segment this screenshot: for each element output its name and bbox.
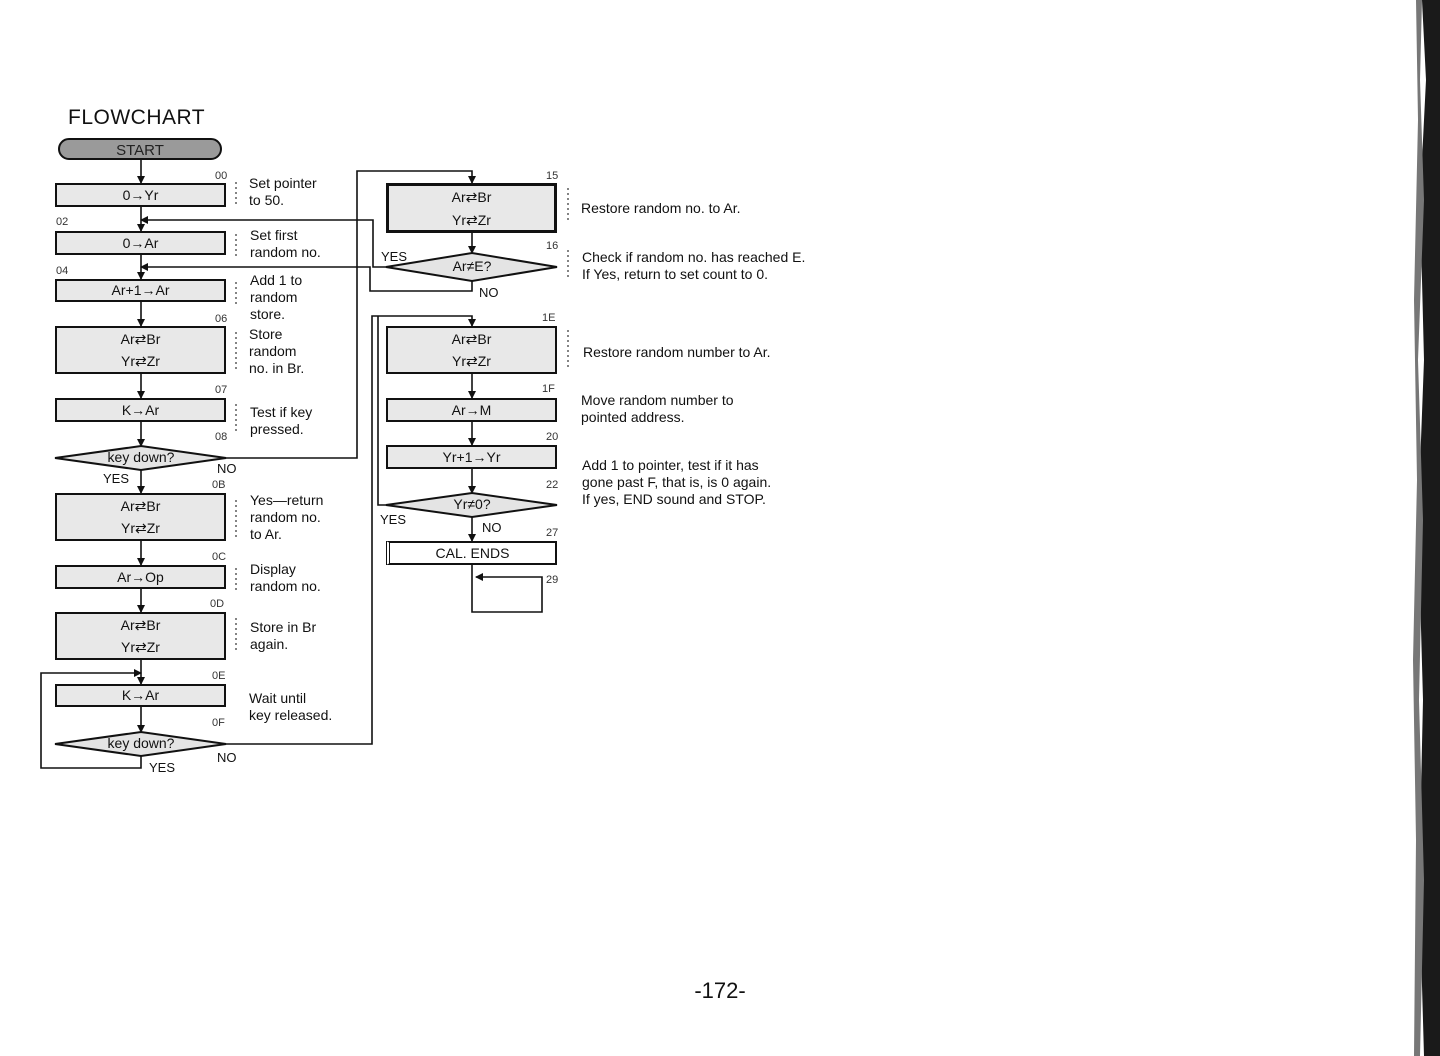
step-number: 1E [542, 312, 556, 324]
scan-edge-shadow [1413, 0, 1440, 1056]
step-number: 0E [212, 670, 226, 682]
process-box: Ar+1→Ar [55, 279, 226, 302]
step-number: 06 [215, 313, 228, 325]
process-box: Yr+1→Yr [386, 445, 557, 469]
end-box: CAL. ENDS [386, 541, 557, 565]
decision-22-shape [385, 491, 558, 519]
branch-no-label: NO [482, 520, 502, 535]
process-box: Ar→M [386, 398, 557, 422]
step-number: 0D [210, 598, 225, 610]
start-terminal: START [58, 138, 222, 160]
decision-text: key down? [107, 449, 175, 465]
decision-shapes [54, 251, 558, 758]
decision-text: key down? [107, 735, 175, 751]
step-number: 07 [215, 384, 228, 396]
step-number: 1F [542, 383, 555, 395]
branch-yes-label: YES [103, 471, 130, 486]
step-number: 04 [56, 265, 69, 277]
process-box: K→Ar [55, 398, 226, 422]
step-number: 29 [546, 574, 559, 586]
branch-yes-label: YES [149, 760, 176, 775]
step-number: 00 [215, 170, 228, 182]
branch-yes-label: YES [380, 512, 407, 527]
step-number: 27 [546, 527, 559, 539]
branch-yes-label: YES [381, 249, 408, 264]
decision-08-shape [54, 444, 227, 472]
step-number: 08 [215, 431, 228, 443]
branch-no-label: NO [217, 461, 237, 476]
branch-no-label: NO [479, 285, 499, 300]
process-box: K→Ar [55, 684, 226, 707]
step-number: 20 [546, 431, 559, 443]
note: Restore random no. to Ar. [581, 200, 741, 216]
process-box: Ar→Op [55, 565, 226, 589]
decision-0F-shape [54, 730, 227, 758]
step-number: 0C [212, 551, 227, 563]
page-number: -172- [694, 978, 746, 1003]
step-number: 0B [212, 479, 226, 491]
decision-text: Yr≠0? [453, 496, 491, 512]
note: Check if random no. has reached E.If Yes… [582, 249, 806, 282]
step-number: 15 [546, 170, 559, 182]
step-number: 16 [546, 240, 559, 252]
decision-text: Ar≠E? [452, 258, 492, 274]
step-number: 22 [546, 479, 559, 491]
page-title: FLOWCHART [68, 106, 206, 129]
process-box: 0→Ar [55, 231, 226, 255]
step-number: 02 [56, 216, 69, 228]
note: Restore random number to Ar. [583, 344, 771, 360]
step-number: 0F [212, 717, 225, 729]
decision-16-shape [385, 251, 558, 283]
branch-no-label: NO [217, 750, 237, 765]
process-box: 0→Yr [55, 183, 226, 207]
